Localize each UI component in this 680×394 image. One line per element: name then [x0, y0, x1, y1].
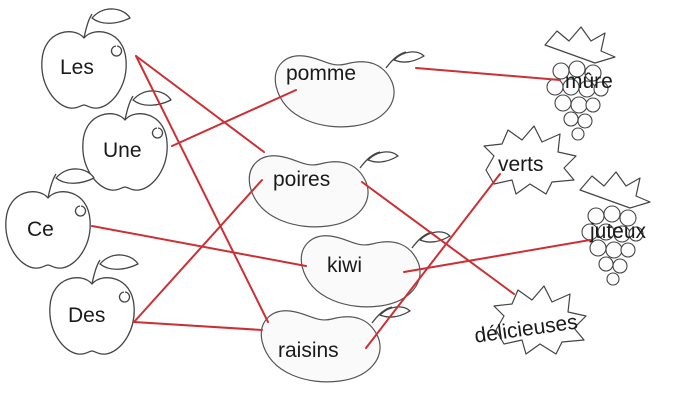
- link-raisins-verts: [365, 173, 501, 349]
- nouns-column: pomme poires kiwi raisins: [273, 62, 362, 362]
- word-ce[interactable]: Ce: [27, 218, 54, 241]
- word-raisins[interactable]: raisins: [278, 339, 339, 362]
- link-ce-kiwi: [91, 225, 307, 267]
- determiners-column: Les Une Ce Des: [27, 56, 142, 327]
- link-une-pomme: [171, 89, 297, 147]
- word-les[interactable]: Les: [60, 56, 94, 79]
- word-une[interactable]: Une: [103, 139, 142, 162]
- link-des-raisins: [133, 321, 263, 331]
- word-mure[interactable]: mûre: [565, 70, 613, 93]
- word-kiwi[interactable]: kiwi: [327, 254, 362, 277]
- link-pomme-mure: [415, 67, 561, 81]
- connection-lines: [91, 55, 591, 349]
- word-pomme[interactable]: pomme: [286, 62, 356, 85]
- link-kiwi-juteux: [403, 239, 591, 273]
- word-poires[interactable]: poires: [273, 168, 330, 191]
- link-les-poires: [135, 55, 265, 153]
- word-juteux[interactable]: juteux: [589, 220, 647, 243]
- link-poires-delicieuses: [361, 181, 515, 295]
- word-verts[interactable]: verts: [498, 153, 544, 176]
- link-des-poires: [133, 179, 263, 323]
- link-les-raisins: [135, 55, 269, 323]
- word-des[interactable]: Des: [68, 304, 105, 327]
